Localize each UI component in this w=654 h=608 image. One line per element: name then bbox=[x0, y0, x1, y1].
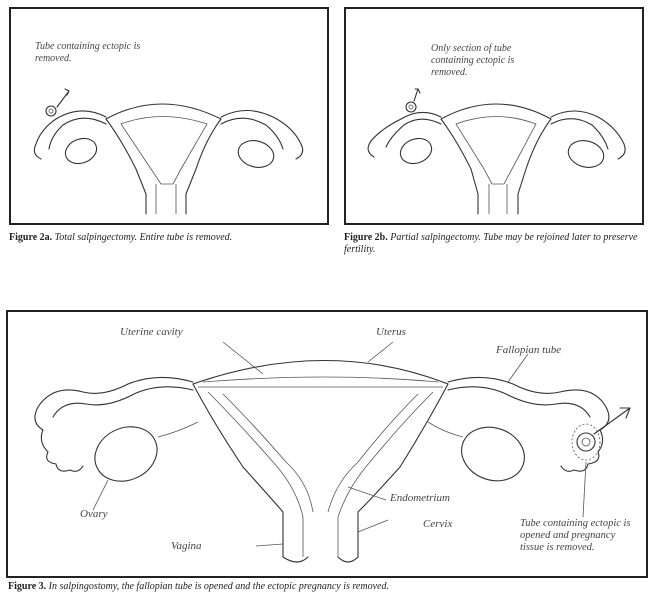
figure-2b-caption-text: Partial salpingectomy. Tube may be rejoi… bbox=[344, 232, 638, 255]
tube-note-label: Tube containing ectopic is opened and pr… bbox=[520, 518, 636, 554]
uterus-label: Uterus bbox=[376, 326, 406, 338]
cervix-label: Cervix bbox=[423, 518, 452, 530]
figure-3-panel: Uterine cavity Uterus Fallopian tube Ova… bbox=[6, 310, 648, 578]
vagina-label: Vagina bbox=[171, 540, 202, 552]
ovary-label: Ovary bbox=[80, 508, 108, 520]
endometrium-label: Endometrium bbox=[390, 492, 450, 504]
figure-2a-note: Tube containing ectopic is removed. bbox=[35, 41, 175, 65]
figure-2a-caption: Figure 2a. Total salpingectomy. Entire t… bbox=[9, 232, 329, 244]
figure-2b-note: Only section of tube containing ectopic … bbox=[431, 43, 551, 79]
figure-2a-caption-text: Total salpingectomy. Entire tube is remo… bbox=[55, 232, 232, 243]
figure-2a-panel: Tube containing ectopic is removed. bbox=[9, 7, 329, 225]
figure-2b-uterus-drawing bbox=[346, 9, 642, 223]
figure-2b-caption: Figure 2b. Partial salpingectomy. Tube m… bbox=[344, 232, 649, 256]
figure-3-caption-text: In salpingostomy, the fallopian tube is … bbox=[49, 581, 389, 592]
figure-3-caption-label: Figure 3. bbox=[8, 581, 46, 592]
figure-2a-caption-label: Figure 2a. bbox=[9, 232, 52, 243]
fallopian-tube-label: Fallopian tube bbox=[496, 344, 561, 356]
figure-2b-panel: Only section of tube containing ectopic … bbox=[344, 7, 644, 225]
figure-3-caption: Figure 3. In salpingostomy, the fallopia… bbox=[8, 581, 648, 593]
uterine-cavity-label: Uterine cavity bbox=[120, 326, 183, 338]
figure-2b-caption-label: Figure 2b. bbox=[344, 232, 388, 243]
